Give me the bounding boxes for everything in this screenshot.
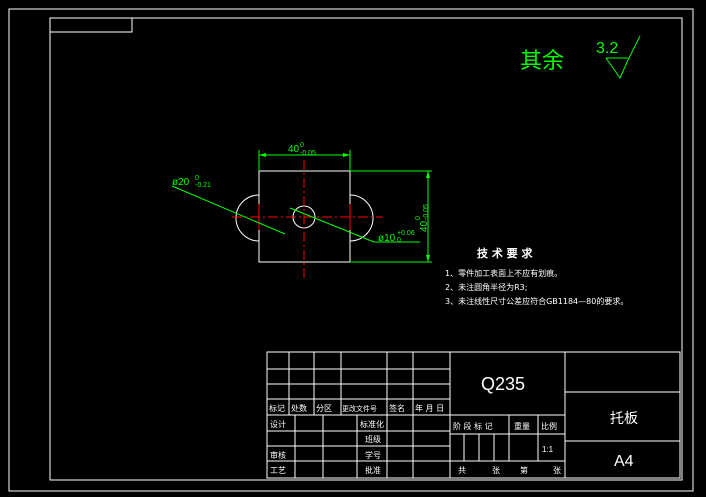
dim-phi10-lower: 0 xyxy=(397,237,401,244)
tb-scale-label: 比例 xyxy=(541,421,557,431)
dim-phi20-upper: 0 xyxy=(195,175,199,182)
tb-paper-size: A4 xyxy=(614,453,634,470)
tb-header-zone: 分区 xyxy=(316,404,332,413)
tech-req-item-3: 3、未注线性尺寸公差应符合GB1184—80的要求。 xyxy=(445,296,628,306)
corner-box xyxy=(49,17,133,33)
tb-role-process: 工艺 xyxy=(270,466,286,475)
tb-label-standard: 标准化 xyxy=(360,419,384,429)
dim-phi20-lower: -0.21 xyxy=(195,182,211,189)
dim-width-top: 40 xyxy=(288,144,300,155)
tech-req-title: 技 术 要 求 xyxy=(477,246,533,260)
inner-frame xyxy=(49,17,683,481)
dim-phi10: ø10 xyxy=(378,233,396,244)
tb-label-approve: 批准 xyxy=(365,465,381,475)
tech-req-item-2: 2、未注圆角半径为R3; xyxy=(445,282,527,292)
outer-frame xyxy=(8,8,694,492)
tech-req-item-1: 1、零件加工表面上不应有划痕。 xyxy=(445,268,562,278)
dim-width-top-upper: 0 xyxy=(300,142,304,149)
dim-width-top-lower: -0.05 xyxy=(300,150,316,157)
tb-role-review: 审核 xyxy=(270,450,286,460)
dim-height-right-upper: 0 xyxy=(415,216,422,220)
tb-material: Q235 xyxy=(481,374,525,394)
tb-stage-mark: 阶 段 标 记 xyxy=(453,421,493,431)
title-block xyxy=(266,351,681,479)
tb-header-sign: 签名 xyxy=(389,403,405,413)
tb-header-count: 处数 xyxy=(291,403,307,413)
tb-sheets-1: 张 xyxy=(492,466,500,475)
dim-phi10-upper: +0.06 xyxy=(397,230,415,237)
tb-header-mark: 标记 xyxy=(269,403,285,413)
tb-weight: 重量 xyxy=(514,421,530,431)
roughness-symbol xyxy=(605,57,629,80)
tb-header-date: 年 月 日 xyxy=(415,403,444,413)
tb-total: 共 xyxy=(458,466,466,475)
tb-sheets-2: 张 xyxy=(553,466,561,475)
tb-scale-value: 1:1 xyxy=(542,445,554,454)
dim-height-right: 40 xyxy=(419,220,430,232)
tb-label-student-no: 学号 xyxy=(365,450,381,460)
tb-label-class: 班级 xyxy=(365,434,381,444)
tb-sheet-no: 第 xyxy=(520,465,528,475)
roughness-value: 3.2 xyxy=(596,40,618,57)
tb-part-name: 托板 xyxy=(610,411,638,427)
dimension-lines xyxy=(171,150,432,263)
roughness-label: 其余 xyxy=(520,49,564,74)
tb-header-change-doc: 更改文件号 xyxy=(342,404,377,413)
dim-height-right-lower: -0.05 xyxy=(423,204,430,220)
tb-role-design: 设计 xyxy=(270,419,286,429)
dim-phi20: ø20 xyxy=(172,177,190,188)
center-lines xyxy=(232,160,383,278)
